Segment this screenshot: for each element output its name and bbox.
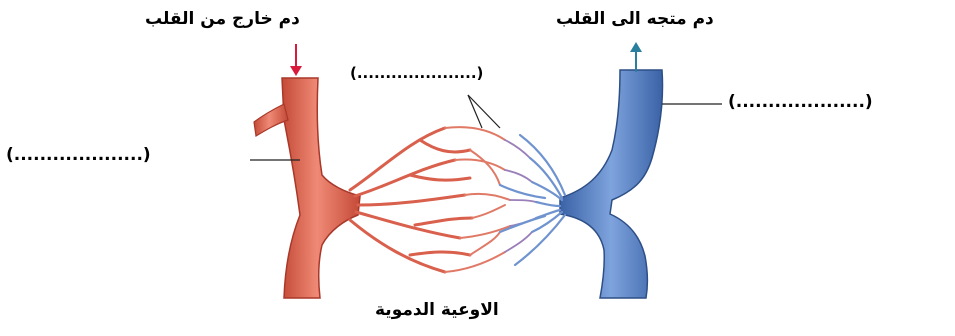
artery xyxy=(254,78,360,298)
venous-blood-label: دم متجه الى القلب xyxy=(556,9,714,29)
blank-left[interactable]: (....................) xyxy=(6,145,151,165)
arterial-blood-label: دم خارج من القلب xyxy=(145,9,300,29)
arrow-down-icon xyxy=(290,44,302,76)
blank-right[interactable]: (....................) xyxy=(728,92,873,112)
diagram-caption: الاوعية الدموية xyxy=(375,300,499,320)
vein xyxy=(560,70,663,298)
blank-top[interactable]: (.....................) xyxy=(350,64,483,82)
arrow-up-icon xyxy=(630,42,642,72)
capillary-network xyxy=(350,127,565,272)
